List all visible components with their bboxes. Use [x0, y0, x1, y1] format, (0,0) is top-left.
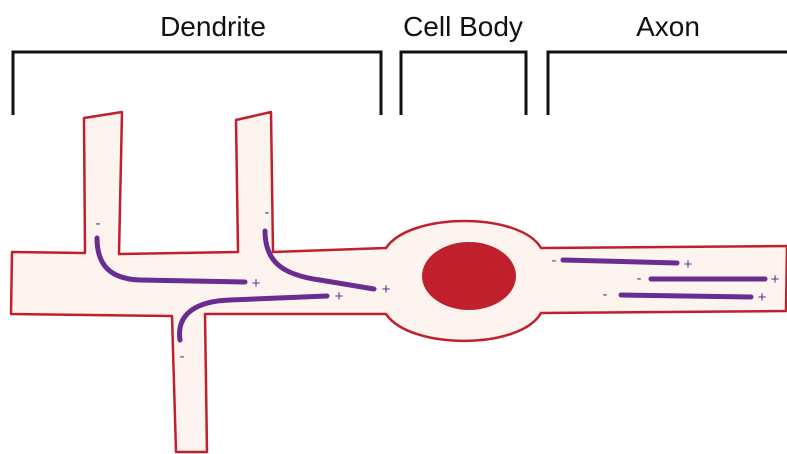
- positive-sign: +: [771, 271, 780, 288]
- positive-sign: +: [758, 289, 767, 306]
- negative-sign: -: [96, 215, 101, 232]
- positive-sign: +: [684, 256, 693, 273]
- charge-line-axon-3: [621, 295, 751, 297]
- negative-sign: -: [552, 252, 557, 269]
- neuron-outline: [11, 112, 787, 452]
- negative-sign: -: [180, 348, 185, 365]
- cell-body-label: Cell Body: [403, 11, 523, 42]
- charge-line-axon-1: [563, 260, 677, 263]
- axon-label: Axon: [636, 11, 700, 42]
- positive-sign: +: [382, 281, 391, 298]
- negative-sign: -: [603, 286, 608, 303]
- axon-bracket: [548, 52, 787, 115]
- negative-sign: -: [265, 204, 270, 221]
- positive-sign: +: [252, 275, 261, 292]
- positive-sign: +: [335, 288, 344, 305]
- cell-body-bracket: [401, 52, 526, 115]
- dendrite-label: Dendrite: [160, 11, 266, 42]
- nucleus: [422, 242, 516, 310]
- negative-sign: -: [637, 270, 642, 287]
- dendrite-bracket: [13, 52, 381, 115]
